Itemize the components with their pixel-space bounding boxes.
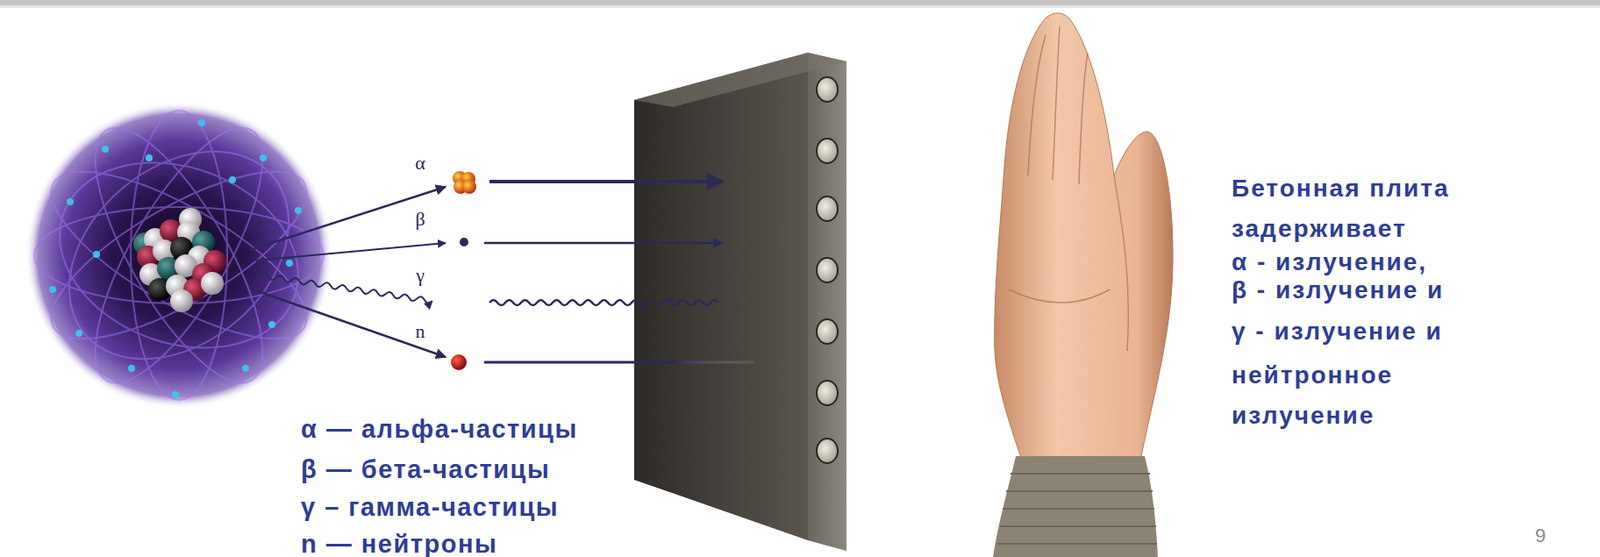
orbit bbox=[34, 207, 324, 304]
electron bbox=[49, 285, 57, 293]
shielding-note: Бетонная плита задерживает bbox=[1231, 168, 1513, 250]
finger-line bbox=[1052, 26, 1060, 180]
electron bbox=[171, 391, 179, 399]
slab-hole bbox=[816, 138, 838, 164]
concrete-slab-top bbox=[634, 52, 847, 108]
cuff-rib bbox=[1006, 490, 1153, 493]
alpha-emission-arrow bbox=[250, 186, 446, 250]
palm-crease bbox=[1008, 289, 1110, 303]
electron bbox=[285, 259, 293, 267]
neutron-emission-arrow bbox=[255, 290, 446, 358]
cuff-rib bbox=[1002, 507, 1155, 510]
thumb-crease bbox=[1114, 175, 1129, 351]
slab-hole bbox=[816, 380, 838, 406]
sleeve-cuff bbox=[992, 456, 1158, 557]
electron bbox=[92, 250, 100, 258]
raised-hand bbox=[994, 13, 1173, 461]
electron bbox=[75, 329, 83, 337]
page-number: 9 bbox=[1535, 524, 1546, 548]
atom-sphere bbox=[25, 101, 333, 409]
concrete-slab-edge bbox=[807, 52, 847, 551]
slab-hole bbox=[816, 196, 838, 222]
alpha-particle bbox=[452, 171, 477, 194]
symbol-key: γ – гамма-частицы bbox=[300, 492, 559, 522]
electron bbox=[101, 145, 109, 153]
particle-symbol: α bbox=[414, 151, 426, 175]
cuff-rib bbox=[997, 542, 1158, 545]
alpha-nucleon bbox=[462, 179, 477, 194]
top-border bbox=[0, 0, 1600, 6]
finger-line bbox=[1078, 52, 1088, 185]
nucleon bbox=[170, 289, 193, 313]
electron bbox=[66, 198, 74, 206]
electron-orbits bbox=[28, 106, 329, 406]
orbit bbox=[64, 106, 293, 406]
cuff-rib bbox=[1010, 472, 1150, 475]
slab-hole bbox=[816, 438, 838, 464]
beta-particle bbox=[459, 237, 469, 247]
orbit bbox=[33, 130, 325, 380]
shielding-note: γ - излучение и bbox=[1231, 311, 1513, 352]
shielding-note: нейтронное излучение bbox=[1231, 355, 1513, 436]
electron bbox=[268, 321, 276, 329]
orbit bbox=[64, 106, 293, 406]
electron bbox=[128, 364, 136, 372]
slab-holes bbox=[816, 77, 838, 464]
electron bbox=[259, 154, 267, 162]
orbit bbox=[28, 108, 329, 401]
cuff-rib bbox=[1000, 525, 1157, 528]
beta-ray bbox=[484, 242, 723, 245]
beta-emission-arrow bbox=[255, 242, 446, 261]
slab-hole bbox=[816, 319, 838, 344]
electrons bbox=[49, 119, 302, 399]
particle-symbol: β bbox=[414, 207, 425, 231]
neutron-particle bbox=[450, 354, 467, 371]
symbol-key: n — нейтроны bbox=[300, 529, 498, 557]
slab-hole bbox=[816, 77, 838, 102]
electron bbox=[228, 176, 236, 184]
symbol-key: β — бета-частицы bbox=[300, 455, 550, 485]
gamma-ray bbox=[489, 300, 719, 306]
electron bbox=[198, 119, 206, 127]
particle-symbol: n bbox=[415, 320, 426, 343]
shielding-note: β - излучение и bbox=[1231, 270, 1513, 311]
alpha-ray bbox=[489, 179, 723, 184]
particle-symbol: γ bbox=[415, 264, 425, 287]
slab-hole bbox=[816, 257, 838, 283]
top-border-shadow bbox=[0, 5, 1600, 8]
hand-lines bbox=[1008, 26, 1129, 351]
gamma-emission-wave bbox=[260, 272, 434, 304]
electron bbox=[242, 364, 250, 372]
neutron-ray bbox=[484, 361, 755, 365]
finger-line bbox=[1028, 35, 1046, 176]
nucleon bbox=[200, 271, 224, 295]
nucleus bbox=[133, 207, 227, 313]
orbit bbox=[130, 110, 228, 400]
symbol-key: α — альфа-частицы bbox=[300, 414, 579, 444]
concrete-slab-face bbox=[634, 52, 808, 541]
cuff-ribs bbox=[997, 473, 1158, 544]
electron bbox=[145, 154, 153, 162]
electron bbox=[294, 207, 302, 215]
